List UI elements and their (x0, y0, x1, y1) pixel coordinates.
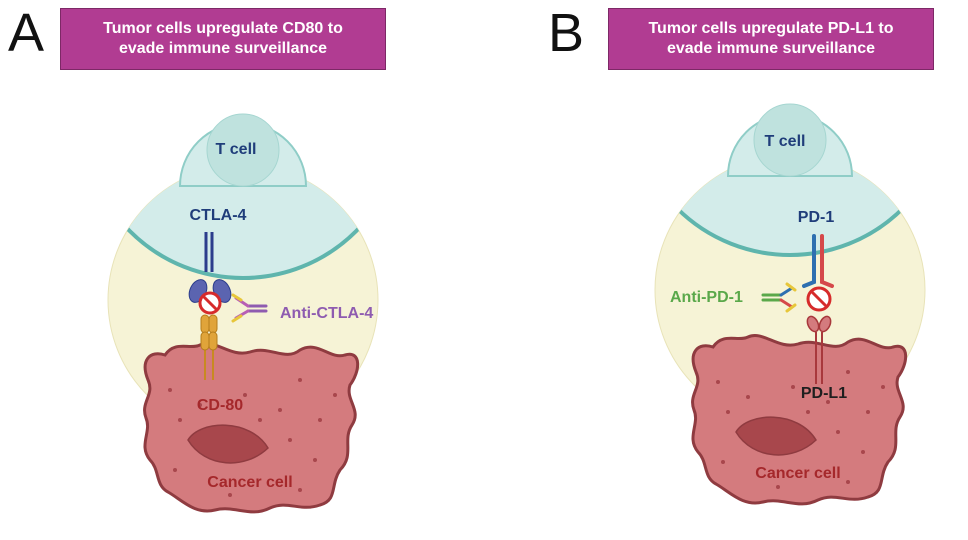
t-cell-membrane (108, 165, 378, 280)
anti-ctla4-label: Anti-CTLA-4 (280, 305, 373, 322)
panel-a-title-banner: Tumor cells upregulate CD80 to evade imm… (60, 8, 386, 70)
t-cell (726, 103, 854, 177)
panel-letter-b: B (548, 3, 585, 63)
cancer-cell-label: Cancer cell (207, 474, 292, 491)
anti-ctla4-antibody-icon (231, 293, 268, 323)
panel-b: B Tumor cells upregulate PD-L1 to evade … (484, 0, 968, 540)
panel-a: A Tumor cells upregulate CD80 to evade i… (8, 3, 386, 514)
cancer-nucleus (735, 416, 817, 456)
panel-letter-a: A (8, 3, 45, 63)
cancer-cell (143, 342, 360, 514)
inhibit-icon (198, 291, 222, 315)
cancer-nucleus (187, 424, 269, 464)
cd80-label: CD-80 (197, 397, 243, 414)
panel-a-diagram: T cell CTLA-4 CD-80 Cancer cell (107, 113, 379, 514)
panel-a-title-line1: Tumor cells upregulate CD80 to (103, 20, 343, 37)
t-cell-label: T cell (216, 141, 257, 158)
ctla4-label: CTLA-4 (190, 207, 247, 224)
anti-pd1-label: Anti-PD-1 (670, 289, 743, 306)
t-cell-label: T cell (765, 133, 806, 150)
panel-b-diagram: T cell PD-1 PD-L1 Cancer cell (654, 103, 926, 506)
panel-b-title-line1: Tumor cells upregulate PD-L1 to (648, 20, 894, 37)
cancer-cell (691, 334, 908, 506)
cancer-speckles (168, 378, 337, 497)
panel-b-title-line2: evade immune surveillance (666, 40, 876, 57)
pd1-label: PD-1 (798, 209, 835, 226)
anti-pd1-antibody-icon (761, 282, 797, 313)
pd1-receptor (802, 234, 834, 288)
pdl1-ligand (806, 315, 832, 384)
panel-b-title-banner: Tumor cells upregulate PD-L1 to evade im… (608, 8, 934, 70)
ctla4-receptor (204, 232, 214, 272)
cd80-ligand (200, 314, 218, 380)
cancer-speckles (716, 370, 885, 489)
panel-a-title-line2: evade immune surveillance (118, 40, 328, 57)
t-cell (178, 113, 308, 187)
cancer-cell-label: Cancer cell (755, 465, 840, 482)
pdl1-label: PD-L1 (801, 385, 847, 402)
inhibit-icon (806, 286, 832, 312)
